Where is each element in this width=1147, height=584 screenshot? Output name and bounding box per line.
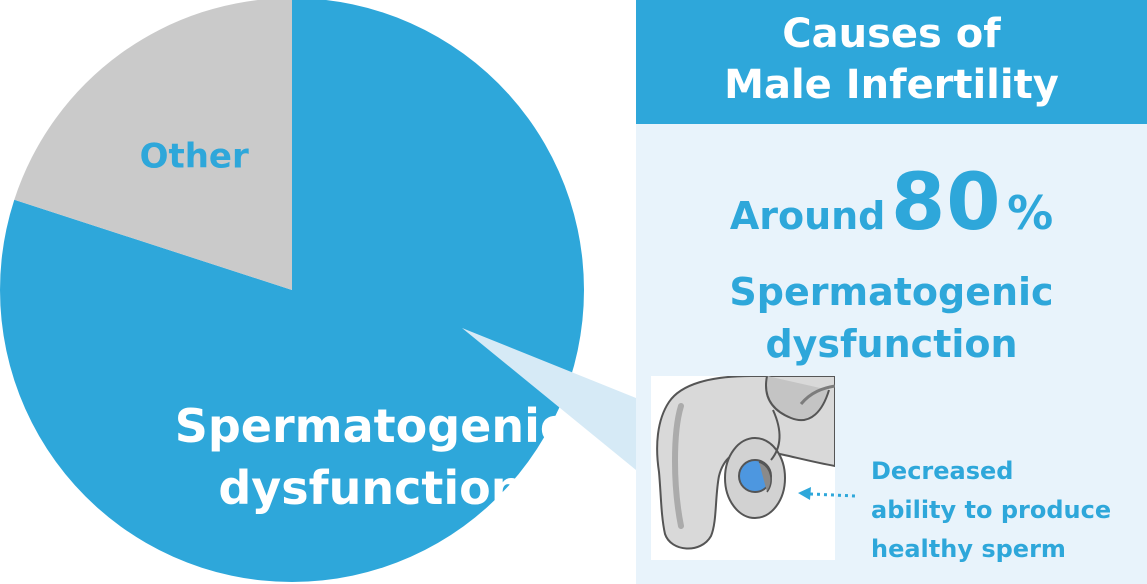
panel-cause-line-2: dysfunction bbox=[765, 322, 1018, 366]
dotted-arrow-head bbox=[798, 487, 811, 500]
panel-title-line-2: Male Infertility bbox=[724, 62, 1059, 108]
illustration-note: Decreased ability to produce healthy spe… bbox=[871, 452, 1141, 569]
panel-cause-line-1: Spermatogenic bbox=[729, 270, 1054, 314]
panel-header: Causes of Male Infertility bbox=[636, 0, 1147, 124]
percent-value: 80 bbox=[890, 158, 1002, 248]
around-label: Around bbox=[729, 194, 886, 238]
callout-wedge-shape bbox=[462, 328, 636, 470]
panel-title-line-1: Causes of bbox=[782, 11, 1001, 57]
testis-anatomy-icon bbox=[651, 376, 835, 560]
dotted-arrow-icon bbox=[798, 487, 857, 500]
note-line-1: Decreased bbox=[871, 457, 1014, 485]
panel-cause: Spermatogenic dysfunction bbox=[636, 266, 1147, 370]
note-line-3: healthy sperm bbox=[871, 535, 1066, 563]
percent-sign: % bbox=[1007, 186, 1054, 240]
pie-slice-spermatogenic-dysfunction bbox=[0, 0, 584, 582]
dotted-arrow-line bbox=[809, 492, 857, 498]
pie-slice-other bbox=[14, 0, 292, 290]
note-line-2: ability to produce bbox=[871, 496, 1112, 524]
percent-statement: Around 80 % bbox=[636, 158, 1147, 248]
pie-label-other: Other bbox=[140, 137, 249, 177]
